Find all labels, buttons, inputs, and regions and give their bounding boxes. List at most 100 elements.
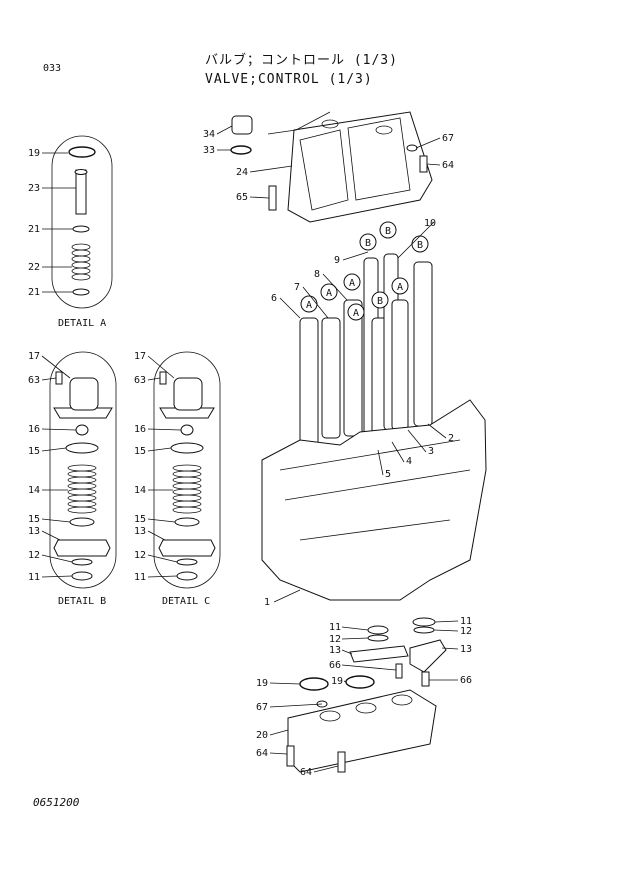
detail-a-label: DETAIL A <box>58 318 107 329</box>
detail-b-group <box>49 351 117 589</box>
top-cover-assembly <box>230 111 433 223</box>
washer-11-c <box>176 571 198 581</box>
seat-15-c <box>170 442 204 454</box>
valve-body-1 <box>261 399 487 601</box>
callout-bottom-4: 20 <box>256 730 268 741</box>
washer-21-top <box>72 225 90 233</box>
cover-20 <box>287 689 437 773</box>
callout-bottom-5: 64 <box>256 748 268 759</box>
o-ring-19-left <box>299 677 329 691</box>
callout-detail-c-2: 63 <box>134 375 146 386</box>
detail-b-frame <box>49 351 117 589</box>
callout-detail-b-5: 14 <box>28 485 40 496</box>
leader-lines <box>41 111 459 773</box>
document-number: 0651200 <box>33 796 80 809</box>
callout-detail-c-5: 14 <box>134 485 146 496</box>
callout-top-3: 24 <box>236 167 248 178</box>
bolt-66-lower-right <box>421 671 430 687</box>
callout-lower-left-2: 12 <box>329 634 341 645</box>
callout-detail-c-6: 15 <box>134 514 146 525</box>
spool-tags <box>300 221 429 321</box>
detail-b-label: DETAIL B <box>58 596 107 607</box>
callout-detail-c-1: 17 <box>134 351 146 362</box>
washer-21-bottom <box>72 288 90 296</box>
callout-spool-7: 3 <box>428 446 434 457</box>
detail-c-label: DETAIL C <box>162 596 211 607</box>
spool-tag-6: B <box>365 238 371 249</box>
cap-17-c <box>173 377 203 411</box>
callout-detail-b-7: 13 <box>28 526 40 537</box>
callout-detail-b-8: 12 <box>28 550 40 561</box>
bolt-64 <box>419 155 428 173</box>
cover-24 <box>287 111 433 223</box>
plug-34 <box>231 115 253 135</box>
callout-lower-left-1: 11 <box>329 622 341 633</box>
callout-top-5: 67 <box>442 133 454 144</box>
callout-lower-left-4: 66 <box>329 660 341 671</box>
callout-bottom-3: 67 <box>256 702 268 713</box>
callout-spool-6: 2 <box>448 433 454 444</box>
callout-detail-b-3: 16 <box>28 424 40 435</box>
washer-11-b <box>71 571 93 581</box>
spool-tag-4: A <box>353 308 359 319</box>
spool-tag-1: A <box>306 300 312 311</box>
callout-spool-5: 6 <box>271 293 277 304</box>
callout-top-4: 65 <box>236 192 248 203</box>
callout-detail-c-3: 16 <box>134 424 146 435</box>
callout-detail-a-1: 19 <box>28 148 40 159</box>
callout-bottom-2: 19 <box>331 676 343 687</box>
callout-detail-a-4: 22 <box>28 262 40 273</box>
lower-right-group <box>409 617 447 687</box>
seat-15-c-lower <box>174 517 200 527</box>
callout-lower-right-3: 13 <box>460 644 472 655</box>
callout-lower-right-2: 12 <box>460 626 472 637</box>
page-code: 033 <box>43 63 62 74</box>
spool-tag-3: A <box>349 278 355 289</box>
bolt-65 <box>268 185 277 211</box>
callout-spool-3: 8 <box>314 269 320 280</box>
o-ring-19-right <box>345 675 375 689</box>
spring-14-b <box>67 464 97 514</box>
spring-22 <box>71 243 91 281</box>
washer-11-lower-right <box>412 617 436 627</box>
washer-11-lower-left <box>367 625 389 635</box>
washer-12-c <box>176 558 198 566</box>
title-english: VALVE;CONTROL (1/3) <box>205 72 373 87</box>
spool-tag-7: B <box>385 226 391 237</box>
spool-tag-5: A <box>397 282 403 293</box>
callout-spool-9: 5 <box>385 469 391 480</box>
callout-detail-a-3: 21 <box>28 224 40 235</box>
ball-16-c <box>180 424 194 436</box>
bolt-63-c <box>159 371 167 385</box>
callout-bottom-6: 64 <box>300 767 312 778</box>
callout-detail-b-4: 15 <box>28 446 40 457</box>
callout-detail-c-4: 15 <box>134 446 146 457</box>
callout-body: 1 <box>264 597 270 608</box>
callout-detail-c-8: 12 <box>134 550 146 561</box>
spool-4 <box>391 299 409 431</box>
callout-detail-b-9: 11 <box>28 572 40 583</box>
callout-bottom-1: 19 <box>256 678 268 689</box>
spool-2 <box>413 261 433 427</box>
bolt-63-b <box>55 371 63 385</box>
plate-13-b <box>53 539 111 557</box>
callout-spool-1: 10 <box>424 218 436 229</box>
callout-detail-a-2: 23 <box>28 183 40 194</box>
spools-group <box>299 221 433 451</box>
spool-tag-9: B <box>377 296 383 307</box>
spool-tag-2: A <box>326 288 332 299</box>
spool-tag-8: B <box>417 240 423 251</box>
callout-spool-8: 4 <box>406 456 412 467</box>
bolt-64-bottom-right <box>337 751 346 773</box>
callout-labels: 19 23 21 22 21 17 63 16 15 14 15 13 12 1… <box>28 129 472 778</box>
callout-lower-right-1: 11 <box>460 616 472 627</box>
callout-top-6: 64 <box>442 160 454 171</box>
callout-detail-c-7: 13 <box>134 526 146 537</box>
plate-13-lower-left <box>349 645 409 663</box>
bolt-64-bottom-left <box>286 745 295 767</box>
plate-13-lower-right <box>409 639 447 673</box>
detail-c-group <box>153 351 221 589</box>
callout-detail-b-1: 17 <box>28 351 40 362</box>
detail-a-group <box>51 135 113 309</box>
